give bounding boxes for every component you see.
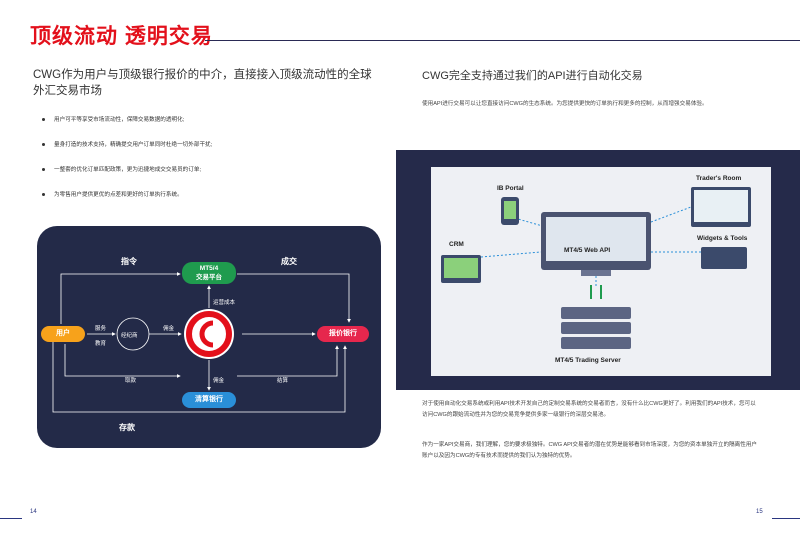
- page-number-left: 14: [30, 509, 37, 515]
- withdraw-label: 取款: [125, 378, 137, 384]
- label-deposit: 存款: [119, 423, 135, 432]
- service-label: 服务: [95, 326, 107, 332]
- clearing-bank-badge: 清算银行: [182, 392, 236, 408]
- ib-portal-label: IB Portal: [497, 185, 524, 192]
- title-rule: [205, 40, 800, 41]
- label-instruction: 指令: [121, 257, 137, 266]
- widgets-label: Widgets & Tools: [697, 235, 748, 242]
- trading-server-label: MT4/5 Trading Server: [555, 357, 621, 364]
- footer-rule: [772, 518, 800, 519]
- footer-rule: [0, 518, 22, 519]
- traders-room-label: Trader's Room: [696, 175, 742, 182]
- api-ecosystem-illustration: Trader's Room IB Portal CRM MT4/5 Web AP…: [431, 167, 771, 376]
- commission-label: 佣金: [163, 326, 175, 332]
- quote-bank-badge: 报价银行: [317, 326, 369, 342]
- feature-list: 用户可平等享受市场流动性，保障交易数据的透明化; 量身打造的技术支持，精确提交用…: [42, 116, 372, 216]
- list-item: 量身打造的技术支持，精确提交用户订单同时杜绝一切外部干扰;: [42, 141, 372, 166]
- right-heading: CWG完全支持通过我们的API进行自动化交易: [422, 70, 643, 82]
- list-item: 一整套的优化订单匹配政策，更为迅捷地成交交易员的订单;: [42, 166, 372, 191]
- user-badge: 用户: [41, 326, 85, 342]
- left-heading: CWG作为用户与顶级银行报价的中介，直接接入顶级流动性的全球外汇交易市场: [33, 69, 372, 97]
- crm-label: CRM: [449, 241, 464, 248]
- settlement-label: 结算: [277, 378, 289, 384]
- page-number-right: 15: [756, 509, 763, 515]
- broker-label: 经纪商: [121, 333, 138, 339]
- paragraph: 对于使用自动化交易系统或利用API技术开发自己的定制交易系统的交易者而言，没有什…: [422, 401, 756, 418]
- list-item: 为零售用户提供更优的点差和更好的订单执行系统。: [42, 191, 372, 216]
- list-item: 用户可平等享受市场流动性，保障交易数据的透明化;: [42, 116, 372, 141]
- api-ecosystem-graphic: [441, 187, 751, 349]
- label-deal: 成交: [281, 257, 297, 266]
- flow-lines: [52, 272, 351, 413]
- paragraph: 作为一家API交易商，我们理解，您的要求极独特。CWG API交易者的潜在优势是…: [422, 442, 758, 459]
- right-intro: 使用API进行交易可以让您直接访问CWG的生态系统。为您提供更快的订单执行和更多…: [422, 101, 708, 107]
- mt-platform-badge: MT5/4 交易平台: [182, 262, 236, 284]
- web-api-label: MT4/5 Web API: [564, 247, 611, 254]
- page-title: 顶级流动 透明交易: [30, 25, 213, 48]
- education-label: 教育: [95, 341, 107, 347]
- flow-diagram: 指令 成交 存款 MT5/4 交易平台 用户 报价银行 清算银行 经纪商 服务 …: [37, 226, 381, 448]
- commission-label: 佣金: [213, 378, 225, 384]
- operation-cost-label: 运营成本: [213, 300, 236, 306]
